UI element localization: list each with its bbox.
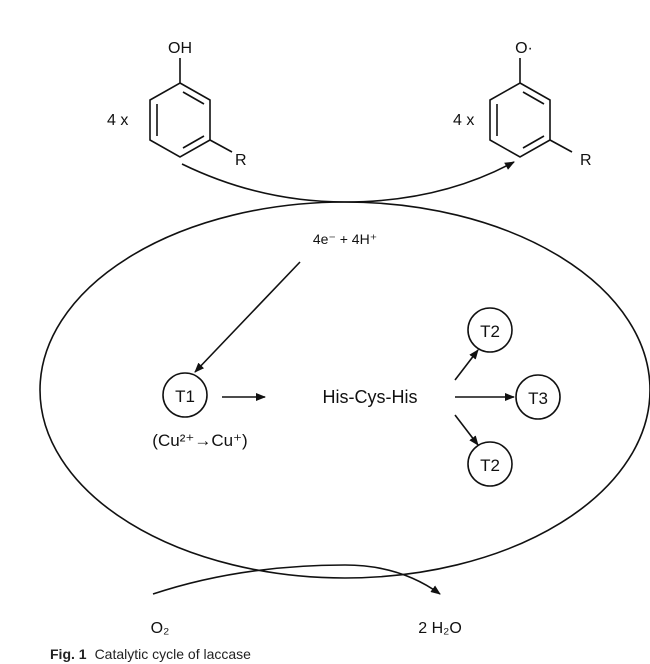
t1-label: T1	[175, 387, 195, 406]
t2-top-circle	[467, 307, 513, 353]
reduction-arrow	[152, 564, 441, 595]
oxidation-arrow	[181, 161, 515, 203]
figure-caption: Fig. 1 Catalytic cycle of laccase	[50, 646, 251, 662]
t3-circle	[515, 374, 561, 420]
product-r: R	[580, 152, 592, 169]
oxygen-label: O₂	[151, 620, 170, 637]
t3-label: T3	[528, 389, 548, 408]
phenoxy-radical-ring	[489, 58, 573, 158]
t1-note: (Cu²⁺→Cu⁺)	[152, 431, 247, 450]
product-o-radical: O·	[515, 40, 533, 57]
caption-label: Fig. 1	[50, 646, 87, 662]
product-multiplier: 4 x	[453, 112, 474, 129]
reactant-multiplier: 4 x	[107, 112, 128, 129]
t2-bottom-circle	[467, 441, 513, 487]
caption-text: Catalytic cycle of laccase	[94, 646, 251, 662]
phenol-ring	[149, 58, 233, 158]
electron-arrow	[194, 261, 301, 373]
water-label: 2 H₂O	[418, 620, 462, 637]
reactant-oh: OH	[168, 40, 192, 57]
t1-circle	[162, 372, 208, 418]
enzyme-ellipse	[39, 201, 650, 579]
electrons-label: 4e⁻ + 4H⁺	[313, 231, 377, 247]
reactant-r: R	[235, 152, 247, 169]
bridge-label: His-Cys-His	[323, 387, 418, 407]
bridge-to-t2-bottom-arrow	[454, 414, 479, 446]
bridge-to-t2-top-arrow	[454, 349, 479, 381]
t2-bottom-label: T2	[480, 456, 500, 475]
t2-top-label: T2	[480, 322, 500, 341]
